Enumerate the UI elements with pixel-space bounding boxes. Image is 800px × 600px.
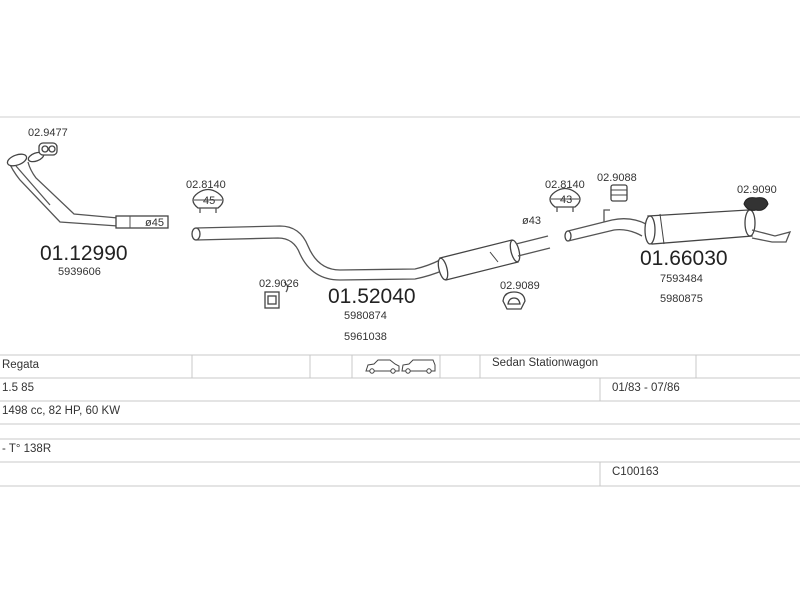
middle-silencer-code: 01.52040 <box>328 285 416 308</box>
front-pipe <box>6 151 169 229</box>
ring-mid <box>502 291 526 310</box>
diameter-front-label: ø45 <box>145 217 164 229</box>
rear-silencer-ref-1: 7593484 <box>660 273 703 285</box>
hanger-mid-code: 02.9026 <box>259 278 299 290</box>
front-gasket-code: 02.9477 <box>28 127 68 139</box>
diameter-rear-label: ø43 <box>522 215 541 227</box>
middle-silencer-ref-1: 5980874 <box>344 310 387 322</box>
sedan-car-icon <box>365 359 400 374</box>
middle-silencer-ref-2: 5961038 <box>344 331 387 343</box>
rubber-tail-code: 02.9090 <box>737 184 777 196</box>
hanger-mid <box>264 281 289 309</box>
rear-silencer-ref-2: 5980875 <box>660 293 703 305</box>
rear-silencer <box>644 209 792 245</box>
rubber-rear-code: 02.9088 <box>597 172 637 184</box>
vehicle-body-types: Sedan Stationwagon <box>492 357 599 369</box>
vehicle-note: - T° 138R <box>2 443 52 455</box>
vehicle-years: 01/83 - 07/86 <box>612 382 680 394</box>
vehicle-specs: 1498 cc, 82 HP, 60 KW <box>2 405 121 417</box>
clamp-rear-size: 43 <box>560 194 572 206</box>
rubber-rear <box>610 184 628 202</box>
vehicle-model: Regata <box>2 359 40 371</box>
front-pipe-code: 01.12990 <box>40 242 128 265</box>
rear-silencer-code: 01.66030 <box>640 247 728 270</box>
middle-pipe <box>191 225 445 281</box>
rubber-tail <box>743 197 769 211</box>
clamp-front <box>192 188 224 213</box>
rear-pipe <box>564 209 647 242</box>
info-table-grid <box>0 354 800 487</box>
front-pipe-ref-1: 5939606 <box>58 266 101 278</box>
ring-mid-code: 02.9089 <box>500 280 540 292</box>
vehicle-engine: 1.5 85 <box>2 382 34 394</box>
clamp-rear <box>549 187 581 212</box>
front-gasket <box>38 142 58 156</box>
clamp-rear-code: 02.8140 <box>545 179 585 191</box>
middle-silencer <box>437 235 551 281</box>
clamp-front-size: 45 <box>203 195 215 207</box>
stationwagon-car-icon <box>401 359 436 374</box>
vehicle-set-code: C100163 <box>612 466 659 478</box>
clamp-front-code: 02.8140 <box>186 179 226 191</box>
